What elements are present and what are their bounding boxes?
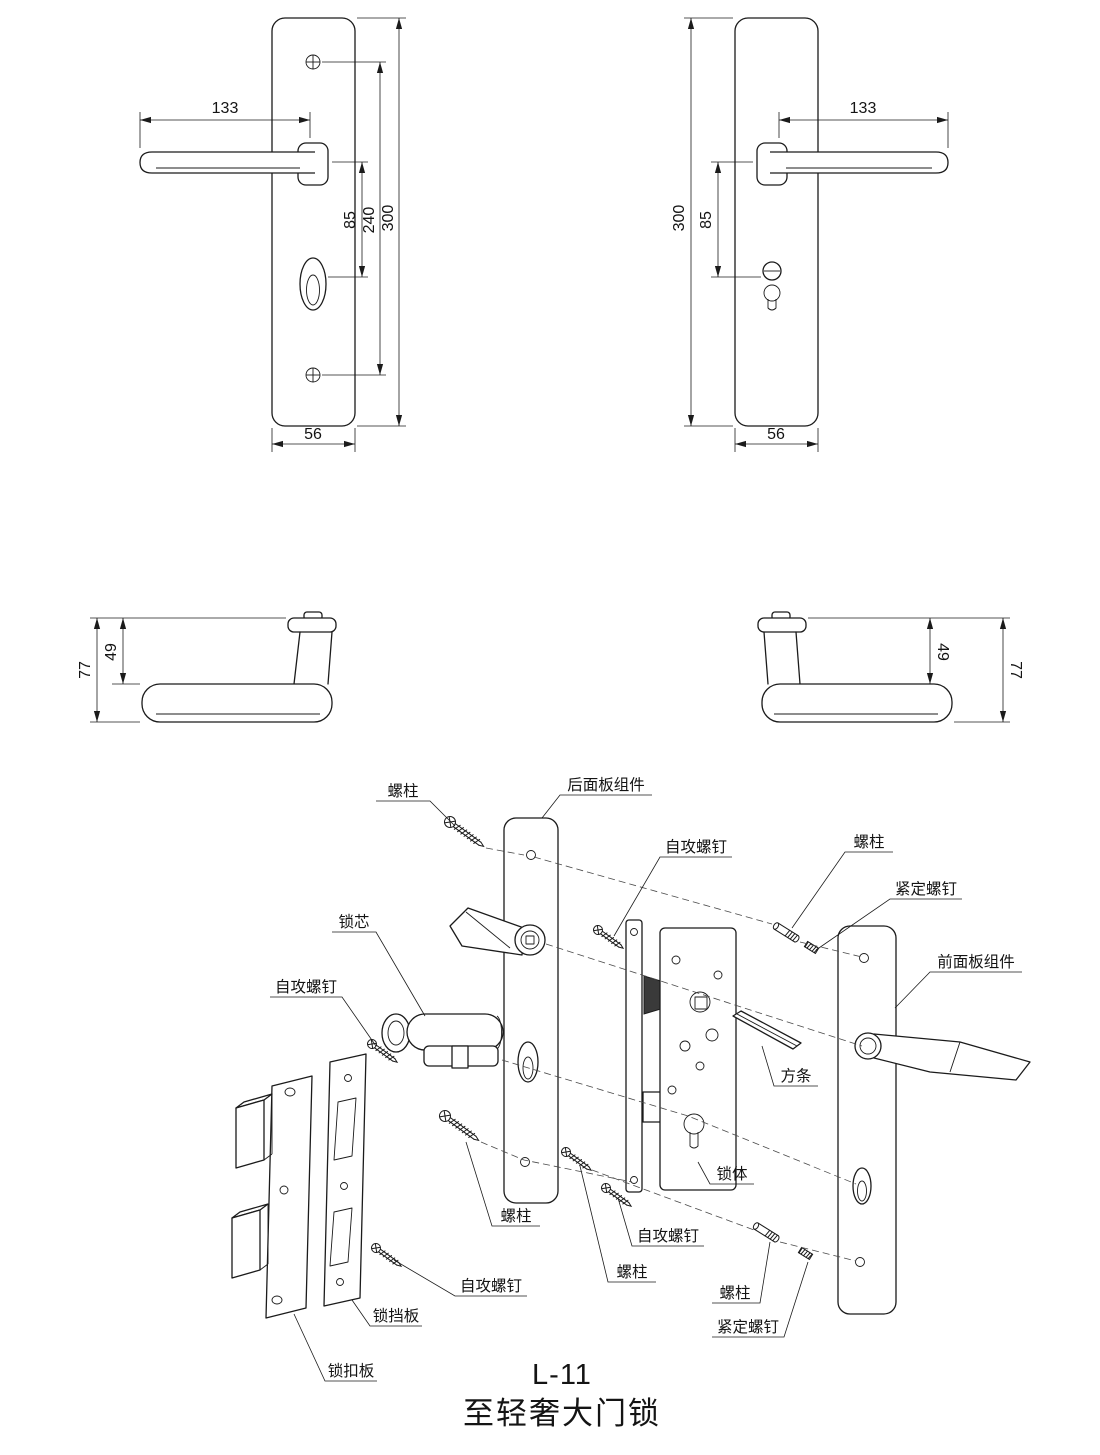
callout-tapping-screw-mid-bottom: 自攻螺钉 <box>617 1197 704 1247</box>
back-plate-front-view: 133 85 240 300 56 <box>139 17 406 452</box>
callout-tapping-screw-left-label: 自攻螺钉 <box>275 978 337 996</box>
callout-lock-cylinder-label: 锁芯 <box>338 913 369 931</box>
callout-lock-body-label: 锁体 <box>716 1165 748 1183</box>
square-spindle-part <box>732 1010 802 1050</box>
dim-77-label: 77 <box>1007 661 1024 679</box>
callout-stud-left-bottom-label: 螺柱 <box>500 1207 531 1225</box>
dim-240: 240 <box>322 61 386 376</box>
callout-back-panel-assembly-label: 后面板组件 <box>567 776 645 794</box>
baffle-plate-part <box>323 1053 367 1307</box>
callout-front-panel-assembly: 前面板组件 <box>894 953 1022 1009</box>
callout-baffle-plate: 锁挡板 <box>351 1299 422 1327</box>
callout-strike-plate: 锁扣板 <box>293 1313 377 1382</box>
product-name: 至轻奢大门锁 <box>463 1396 661 1431</box>
tapping-screw-bottom-left-icon <box>369 1241 405 1271</box>
stud-right-bottom-icon <box>751 1221 781 1244</box>
callout-square-spindle: 方条 <box>761 1045 818 1087</box>
exploded-assembly-view <box>231 813 1031 1319</box>
dim-300: 300 <box>671 17 733 427</box>
callout-stud-top: 螺柱 <box>376 782 456 827</box>
callout-tapping-screw-bottom-left-label: 自攻螺钉 <box>460 1277 522 1295</box>
callout-lock-cylinder: 锁芯 <box>332 913 426 1017</box>
back-panel-assembly-part <box>449 817 559 1204</box>
callout-stud-right-top: 螺柱 <box>791 833 893 929</box>
stud-right-top-icon <box>771 921 801 944</box>
assembly-axes <box>480 847 863 1262</box>
dim-56: 56 <box>734 426 819 452</box>
dim-56-label: 56 <box>304 426 322 443</box>
dim-56-label: 56 <box>767 426 785 443</box>
bottom-screw-icon <box>305 367 321 383</box>
dim-300-label: 300 <box>671 205 688 232</box>
stud-mid-bottom-icon <box>559 1145 595 1175</box>
callout-stud-right-top-label: 螺柱 <box>853 833 884 851</box>
lever-handle <box>139 142 329 186</box>
callout-tapping-screw-top: 自攻螺钉 <box>613 838 732 937</box>
callout-lock-body: 锁体 <box>697 1161 754 1185</box>
stud-left-bottom-icon <box>436 1107 483 1146</box>
dim-49: 49 <box>103 618 140 685</box>
dim-133: 133 <box>139 100 311 148</box>
model-number: L-11 <box>532 1359 592 1391</box>
front-plate-front-view: 133 300 85 56 <box>671 17 949 452</box>
callout-strike-plate-label: 锁扣板 <box>328 1362 375 1380</box>
dim-49: 49 <box>808 617 1010 684</box>
callout-stud-mid-bottom-label: 螺柱 <box>616 1263 647 1281</box>
front-panel-assembly-part <box>837 925 1031 1315</box>
handle-side-view-left: 77 49 <box>77 611 337 723</box>
dim-85: 85 <box>328 161 368 278</box>
keyhole-oval <box>299 257 327 311</box>
dim-77: 77 <box>954 618 1024 723</box>
title-block: L-11 至轻奢大门锁 <box>463 1359 661 1431</box>
dim-77-label: 77 <box>77 661 94 679</box>
dim-49-label: 49 <box>103 643 120 661</box>
dim-133-label: 133 <box>850 100 877 117</box>
callout-stud-right-bottom: 螺柱 <box>712 1241 771 1304</box>
callout-set-screw-bottom: 紧定螺钉 <box>712 1261 809 1338</box>
callout-stud-right-bottom-label: 螺柱 <box>719 1284 750 1302</box>
dim-56: 56 <box>271 426 356 452</box>
callout-set-screw-top: 紧定螺钉 <box>815 880 962 951</box>
callout-baffle-plate-label: 锁挡板 <box>373 1307 420 1325</box>
dim-85: 85 <box>698 161 761 278</box>
tapping-screw-top-icon <box>591 923 627 953</box>
callout-tapping-screw-bottom-left: 自攻螺钉 <box>393 1259 527 1297</box>
handle-side-view-right: 49 77 <box>757 611 1024 723</box>
callout-tapping-screw-top-label: 自攻螺钉 <box>665 838 727 856</box>
lever-handle <box>756 142 949 186</box>
callouts: 螺柱 后面板组件 自攻螺钉 螺柱 紧定螺钉 锁芯 前面板组件 自 <box>270 776 1022 1382</box>
callout-back-panel-assembly: 后面板组件 <box>541 776 652 819</box>
dim-85-label: 85 <box>342 211 359 229</box>
dim-85-label: 85 <box>698 211 715 229</box>
set-screw-bottom-icon <box>797 1246 814 1260</box>
callout-stud-left-bottom: 螺柱 <box>465 1141 540 1227</box>
dim-133: 133 <box>778 100 949 148</box>
key-cylinder-face <box>762 261 782 311</box>
dim-300-label: 300 <box>380 205 397 232</box>
callout-tapping-screw-left: 自攻螺钉 <box>270 978 377 1047</box>
dim-49-label: 49 <box>934 643 951 661</box>
dim-240-label: 240 <box>361 207 378 234</box>
callout-set-screw-top-label: 紧定螺钉 <box>895 880 957 898</box>
top-screw-icon <box>305 54 321 70</box>
lock-body-part <box>625 919 737 1193</box>
callout-tapping-screw-mid-bottom-label: 自攻螺钉 <box>637 1227 699 1245</box>
lock-cylinder-part <box>381 1013 504 1069</box>
strike-plate-part <box>231 1075 313 1319</box>
dim-300: 300 <box>357 17 406 427</box>
callout-stud-top-label: 螺柱 <box>387 782 418 800</box>
callout-stud-mid-bottom: 螺柱 <box>579 1165 656 1283</box>
callout-set-screw-bottom-label: 紧定螺钉 <box>717 1318 779 1336</box>
callout-square-spindle-label: 方条 <box>780 1067 811 1085</box>
callout-front-panel-assembly-label: 前面板组件 <box>937 953 1015 971</box>
dim-133-label: 133 <box>212 100 239 117</box>
